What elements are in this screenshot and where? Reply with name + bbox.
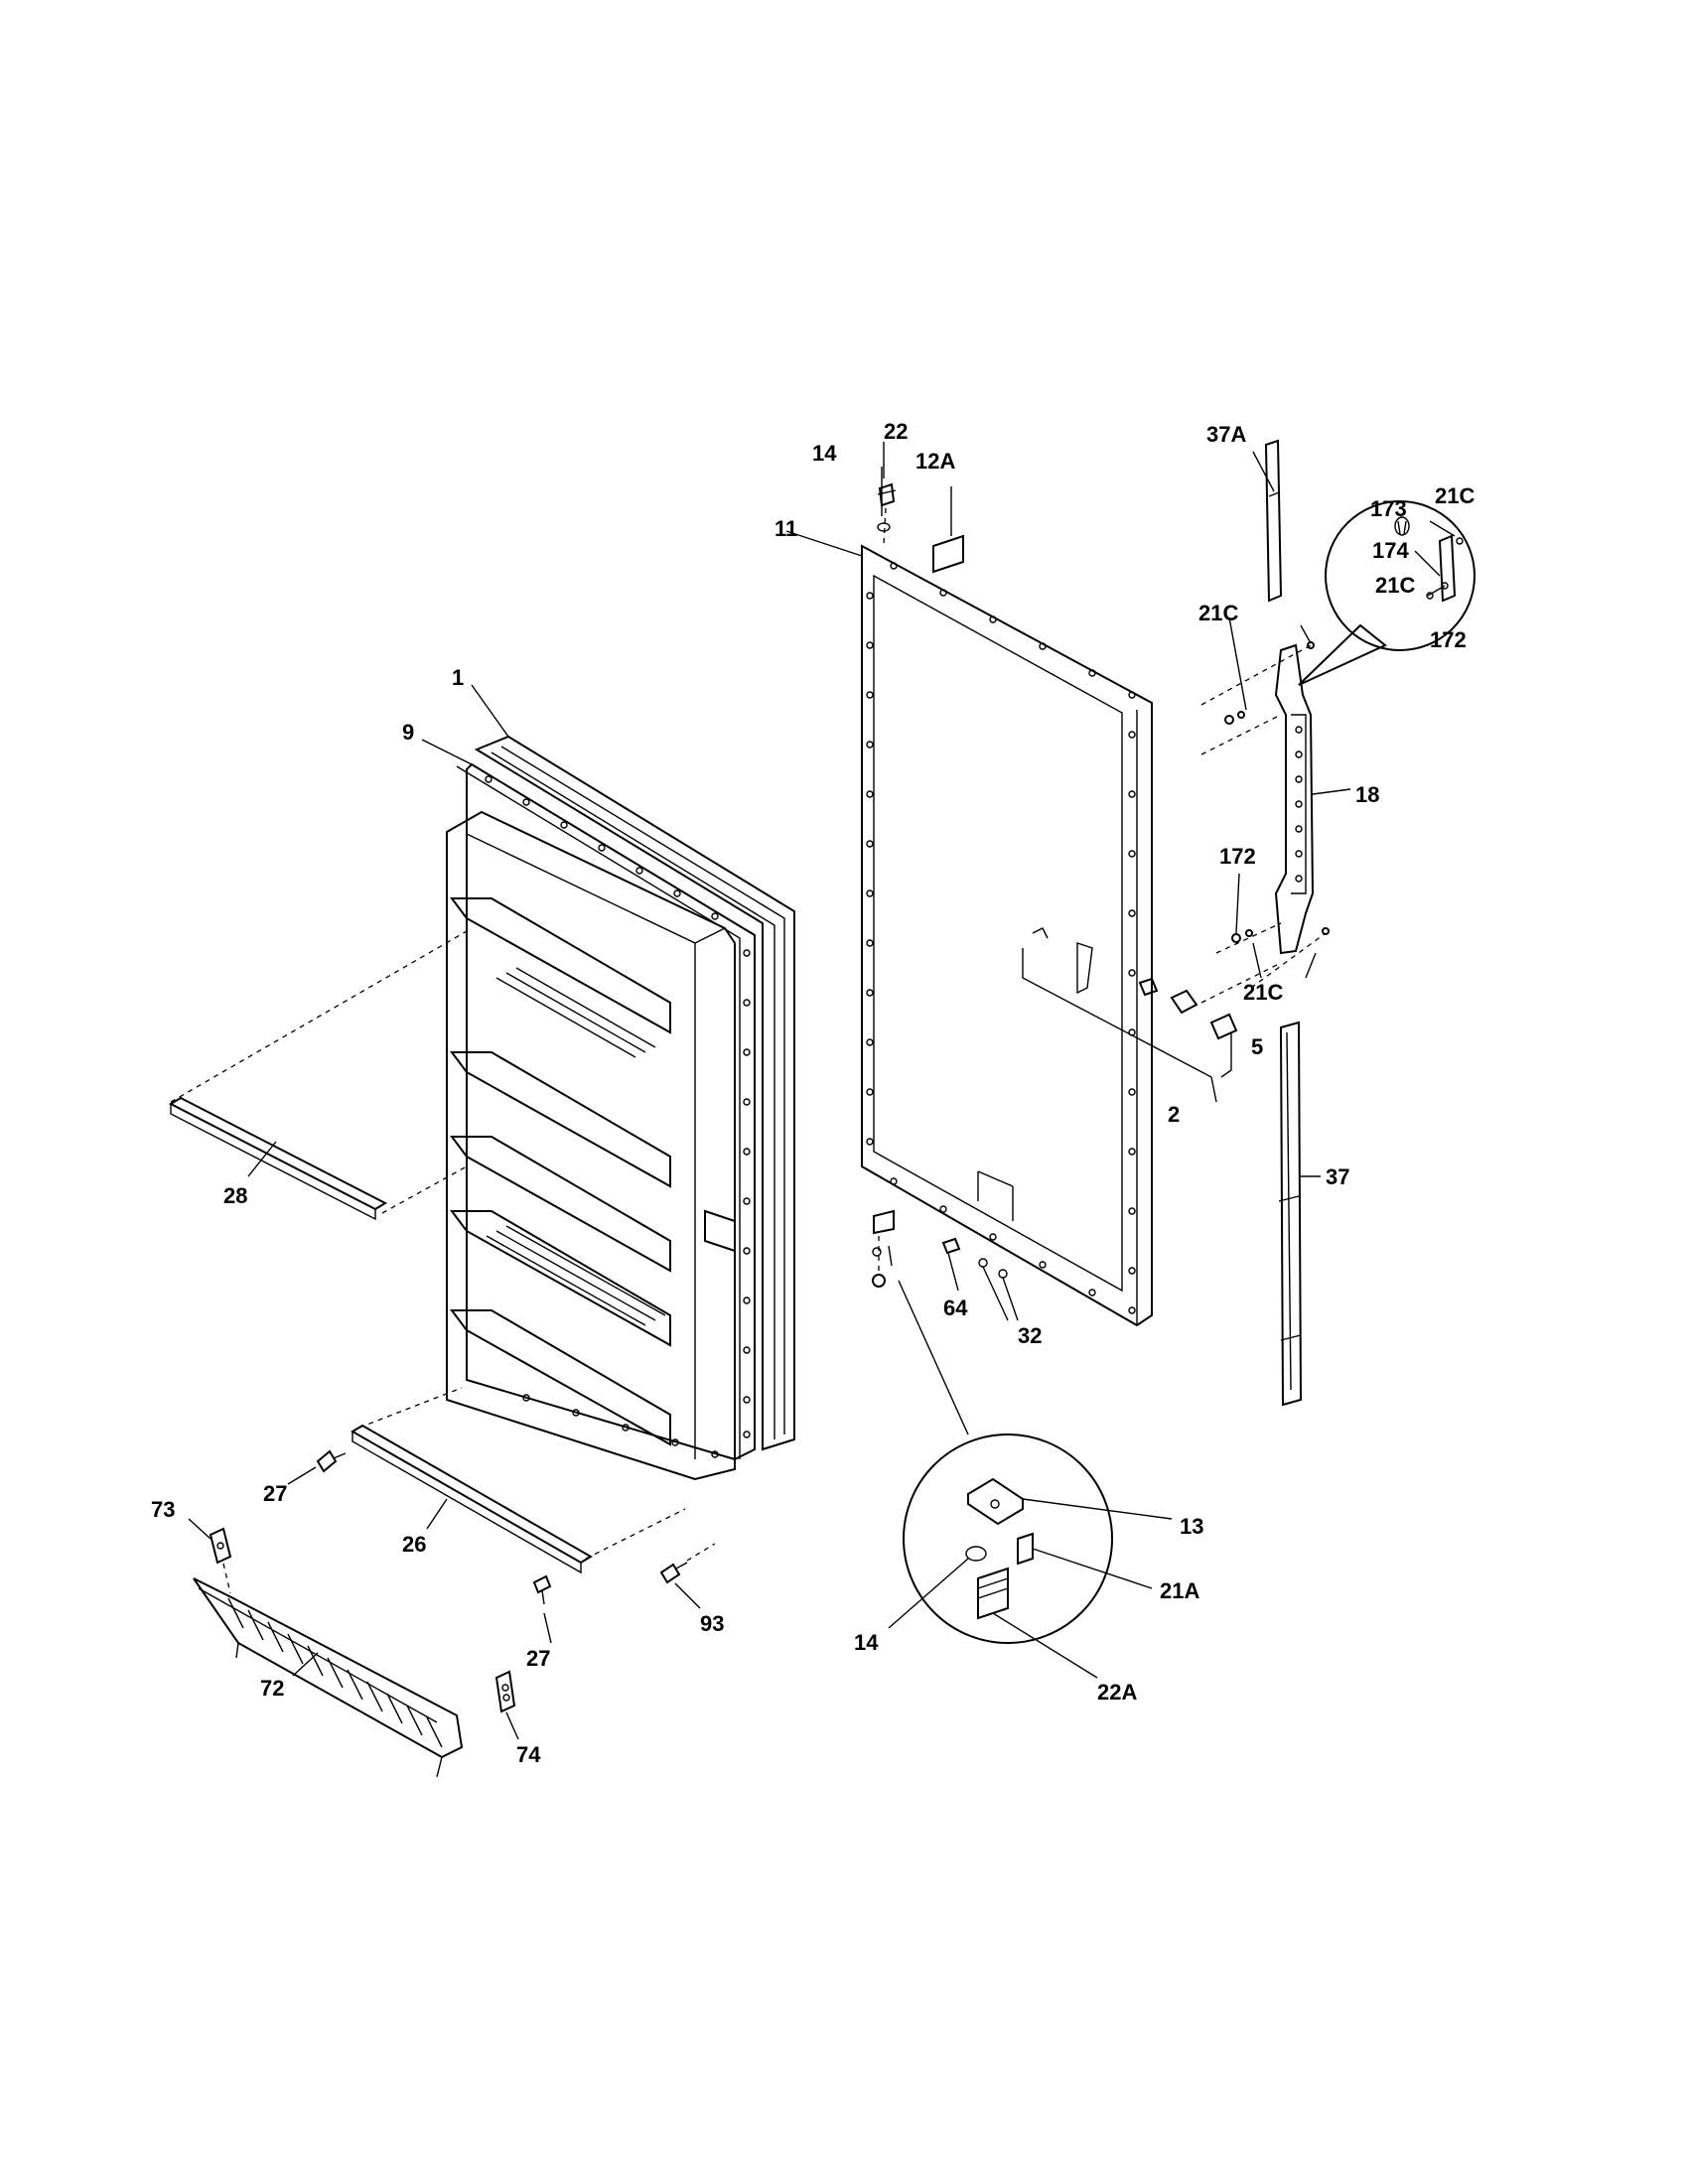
- label-21A: 21A: [1160, 1578, 1199, 1603]
- label-1: 1: [452, 665, 464, 690]
- handle-trim-37A: [1264, 439, 1283, 603]
- washer-14-top: [877, 522, 891, 532]
- label-14-bottom: 14: [854, 1630, 879, 1655]
- label-2: 2: [1168, 1102, 1180, 1127]
- label-37A: 37A: [1206, 422, 1246, 447]
- handle-inset: [1298, 500, 1476, 686]
- screw-93: [659, 1562, 688, 1584]
- label-64: 64: [943, 1296, 968, 1320]
- lock-assembly-2: [1138, 977, 1238, 1040]
- label-11: 11: [774, 516, 797, 541]
- part-labels: 1 9 28 27 26 73 27 93 72 74 22 14 12A 11…: [151, 419, 1475, 1767]
- label-32: 32: [1018, 1323, 1042, 1348]
- label-13: 13: [1180, 1514, 1203, 1539]
- outer-door-panel-11: [861, 544, 1212, 1327]
- label-37: 37: [1326, 1164, 1349, 1189]
- bottom-hinge-parts: [872, 1209, 895, 1288]
- label-9: 9: [402, 720, 414, 745]
- leader-lines: [188, 442, 952, 1740]
- label-26: 26: [402, 1532, 426, 1557]
- inner-door-liner-9: [446, 762, 756, 1481]
- inset-label-21C-mid: 21C: [1375, 573, 1415, 598]
- label-21C-bottom: 21C: [1243, 980, 1283, 1005]
- label-14-top: 14: [812, 441, 837, 466]
- label-22A: 22A: [1097, 1680, 1137, 1705]
- door-gasket-1: [474, 735, 795, 1451]
- inset-label-172: 172: [1430, 627, 1467, 652]
- bottom-hinge-inset: [903, 1433, 1113, 1644]
- label-12A: 12A: [915, 449, 955, 474]
- basket-clip-74: [494, 1670, 516, 1713]
- screws-21C-bottom: [1231, 927, 1330, 943]
- inset-label-173: 173: [1370, 496, 1407, 521]
- wire-basket-72: [193, 1577, 464, 1778]
- label-93: 93: [700, 1611, 724, 1636]
- label-72: 72: [260, 1676, 284, 1701]
- screws-21C-top: [1224, 641, 1315, 725]
- label-28: 28: [223, 1183, 247, 1208]
- label-27-upper: 27: [263, 1481, 287, 1506]
- basket-clip-73: [209, 1527, 232, 1565]
- label-172: 172: [1219, 844, 1256, 869]
- spacer-64: [941, 1237, 961, 1255]
- screw-27-lower: [532, 1574, 552, 1605]
- label-21C-top: 21C: [1198, 601, 1238, 625]
- label-73: 73: [151, 1497, 175, 1522]
- shelf-bar-28: [168, 1096, 388, 1221]
- plug-22: [877, 482, 897, 507]
- label-74: 74: [516, 1742, 541, 1767]
- label-22: 22: [884, 419, 908, 444]
- inset-label-21C-top: 21C: [1435, 483, 1475, 508]
- screw-27-upper: [316, 1449, 347, 1473]
- shelf-bar-26: [351, 1424, 593, 1574]
- label-18: 18: [1355, 782, 1379, 807]
- label-5: 5: [1251, 1034, 1263, 1059]
- label-27-lower: 27: [526, 1646, 550, 1671]
- handle-trim-37: [1278, 1021, 1303, 1407]
- handle-18: [1274, 643, 1315, 955]
- inset-label-174: 174: [1372, 538, 1409, 563]
- label-12A: [932, 534, 964, 574]
